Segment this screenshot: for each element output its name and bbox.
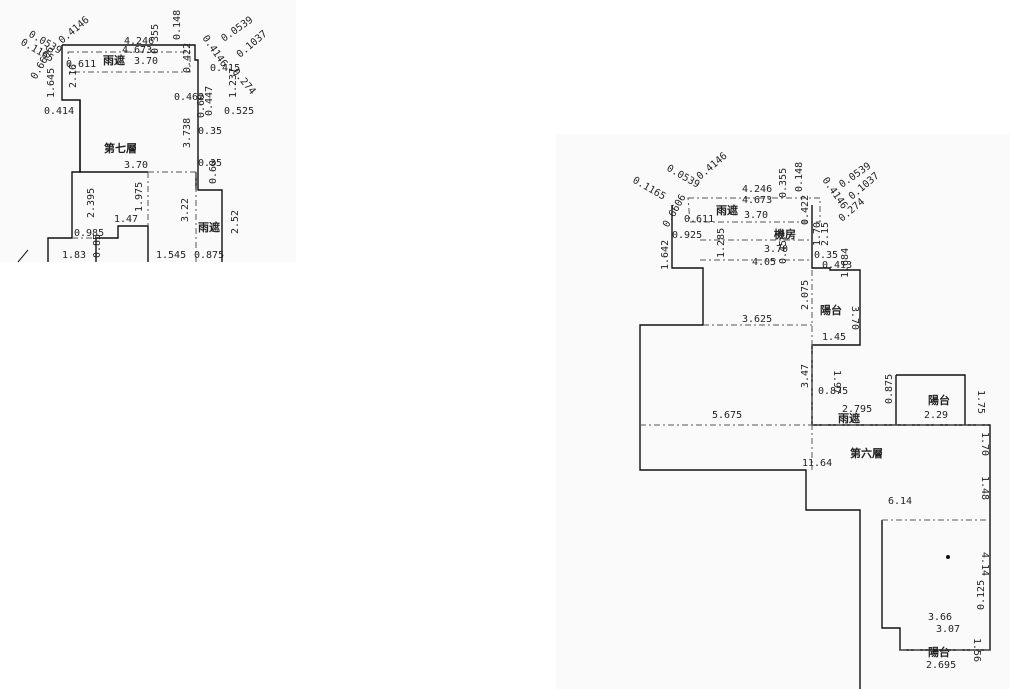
- dim-label: 0.35: [814, 250, 838, 261]
- dim-label: 1.285: [716, 228, 727, 258]
- dim-label: 3.70: [124, 160, 148, 171]
- floor6-canopy-top: 雨遮: [716, 203, 738, 217]
- floor6-canopy-mid: 雨遮: [838, 411, 860, 425]
- dim-label: 0.447: [204, 86, 215, 116]
- dim-label: 2.15: [820, 222, 831, 246]
- dim-label: 0.60: [208, 160, 219, 184]
- dim-label: 3.07: [936, 624, 960, 635]
- dim-label: 3.625: [742, 314, 772, 325]
- dim-label: 4.673: [742, 195, 772, 206]
- dim-label: 0.4146: [57, 15, 92, 47]
- dim-label: 0.875: [818, 386, 848, 397]
- dim-label: 2.52: [230, 210, 241, 234]
- dim-label: 3.738: [182, 118, 193, 148]
- floor7-plan: [47, 44, 223, 262]
- dim-label: 4.05: [752, 257, 776, 268]
- stray-stroke: [17, 249, 29, 263]
- dim-label: 3.66: [928, 612, 952, 623]
- dim-label: 0.611: [684, 214, 714, 225]
- dim-label: 6.14: [888, 496, 912, 507]
- dim-label: 1.75: [975, 390, 986, 414]
- floor6-dash-lines: [640, 197, 990, 651]
- dim-label: 0.45: [778, 240, 789, 264]
- floor6-plan: [639, 197, 991, 689]
- dim-label: 1.47: [114, 214, 138, 225]
- dim-label: 4.246: [124, 36, 154, 47]
- dim-label: 1.70: [979, 432, 990, 456]
- floor6-dimensions: 0.0539 0.4146 0.1165 4.246 4.673 0.355 0…: [631, 151, 991, 671]
- dim-label: 0.35: [198, 126, 222, 137]
- floor7-dimensions: 0.0539 0.4146 0.1165 4.246 4.673 0.355 0…: [19, 10, 270, 261]
- dim-label: 0.611: [66, 59, 96, 70]
- floor7-title: 第七層: [104, 141, 137, 155]
- dim-label: 2.075: [800, 280, 811, 310]
- dim-label: 4.14: [979, 552, 990, 576]
- dim-label: 0.85: [92, 234, 103, 258]
- floor7-canopy-top: 雨遮: [103, 53, 125, 67]
- dim-label: 0.422: [182, 43, 193, 73]
- sixth-floor-panel: [556, 134, 1010, 689]
- dim-label: 3.70: [744, 210, 768, 221]
- dim-label: 0.414: [44, 106, 74, 117]
- dim-label: 1.97: [831, 370, 842, 394]
- dim-label: 0.875: [194, 250, 224, 261]
- dim-label: 3.22: [180, 198, 191, 222]
- floor7-dash-lines: [67, 51, 197, 262]
- dim-label: 1.645: [46, 68, 57, 98]
- dim-label: 0.4146: [695, 151, 730, 183]
- dim-label: 0.462: [174, 92, 204, 103]
- dim-label: 0.1165: [631, 175, 668, 203]
- dim-label: 2.795: [842, 404, 872, 415]
- dim-label: 0.985: [74, 228, 104, 239]
- dim-label: 3.70: [849, 306, 860, 330]
- floor6-balcony-3: 陽台: [928, 645, 950, 659]
- dim-label: 2.395: [86, 188, 97, 218]
- dim-label: 0.525: [224, 106, 254, 117]
- floor7-canopy-right: 雨遮: [198, 220, 220, 234]
- dim-label: 3.70: [134, 56, 158, 67]
- dim-label: 1.56: [971, 638, 982, 662]
- floor6-balcony-1: 陽台: [820, 303, 842, 317]
- dim-label: 1.684: [840, 248, 851, 278]
- dim-label: 0.415: [210, 63, 240, 74]
- dim-label: 0.0539: [665, 163, 702, 191]
- dim-label: 0.413: [822, 260, 852, 271]
- dim-label: 0.148: [172, 10, 183, 40]
- dim-label: 2.695: [926, 660, 956, 671]
- dim-label: 1.642: [660, 240, 671, 270]
- dim-label: 2.16: [68, 64, 79, 88]
- dim-label: 1.237: [228, 68, 239, 98]
- dim-label: 0.35: [198, 158, 222, 169]
- floor6-balcony-2: 陽台: [928, 393, 950, 407]
- dim-label: 1.70: [812, 222, 823, 246]
- dim-label: 0.125: [976, 580, 987, 610]
- floor6-title: 第六層: [850, 446, 883, 460]
- dim-label: 1.48: [979, 476, 990, 500]
- dim-label: 4.246: [742, 184, 772, 195]
- dim-label: 1.83: [62, 250, 86, 261]
- dim-label: 1.45: [822, 332, 846, 343]
- dim-label: 2.29: [924, 410, 948, 421]
- dim-label: 0.925: [672, 230, 702, 241]
- dim-label: 1.975: [134, 182, 145, 212]
- dim-label: 11.64: [802, 458, 832, 469]
- dim-label: 0.875: [884, 374, 895, 404]
- floor6-machine-room: 機房: [774, 227, 796, 241]
- floor7-outline: [47, 44, 223, 262]
- dim-label: 0.60: [196, 94, 207, 118]
- dim-label: 1.545: [156, 250, 186, 261]
- dim-label: 0.148: [794, 162, 805, 192]
- dim-label: 0.355: [150, 24, 161, 54]
- dim-label: 3.70: [764, 244, 788, 255]
- dim-label: 4.673: [122, 45, 152, 56]
- dim-label: 3.47: [800, 364, 811, 388]
- dim-label: 0.355: [778, 168, 789, 198]
- dim-label: 0.422: [800, 195, 811, 225]
- floor7-inner-wall: [79, 100, 197, 190]
- dim-label: 5.675: [712, 410, 742, 421]
- stray-dot: [946, 555, 950, 559]
